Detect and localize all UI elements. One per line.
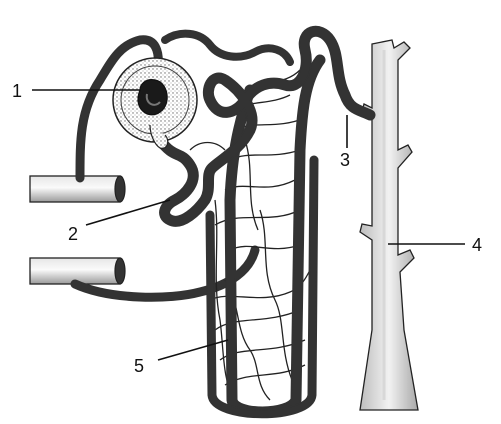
label-3: 3 [340, 150, 350, 170]
efferent-tube [30, 258, 125, 284]
collecting-vessel [360, 40, 418, 410]
renal-corpuscle [113, 58, 197, 148]
label-1: 1 [12, 81, 22, 101]
label-4: 4 [472, 235, 482, 255]
convoluted-tubule [160, 31, 370, 221]
label-5: 5 [134, 356, 144, 376]
label-2: 2 [68, 224, 78, 244]
